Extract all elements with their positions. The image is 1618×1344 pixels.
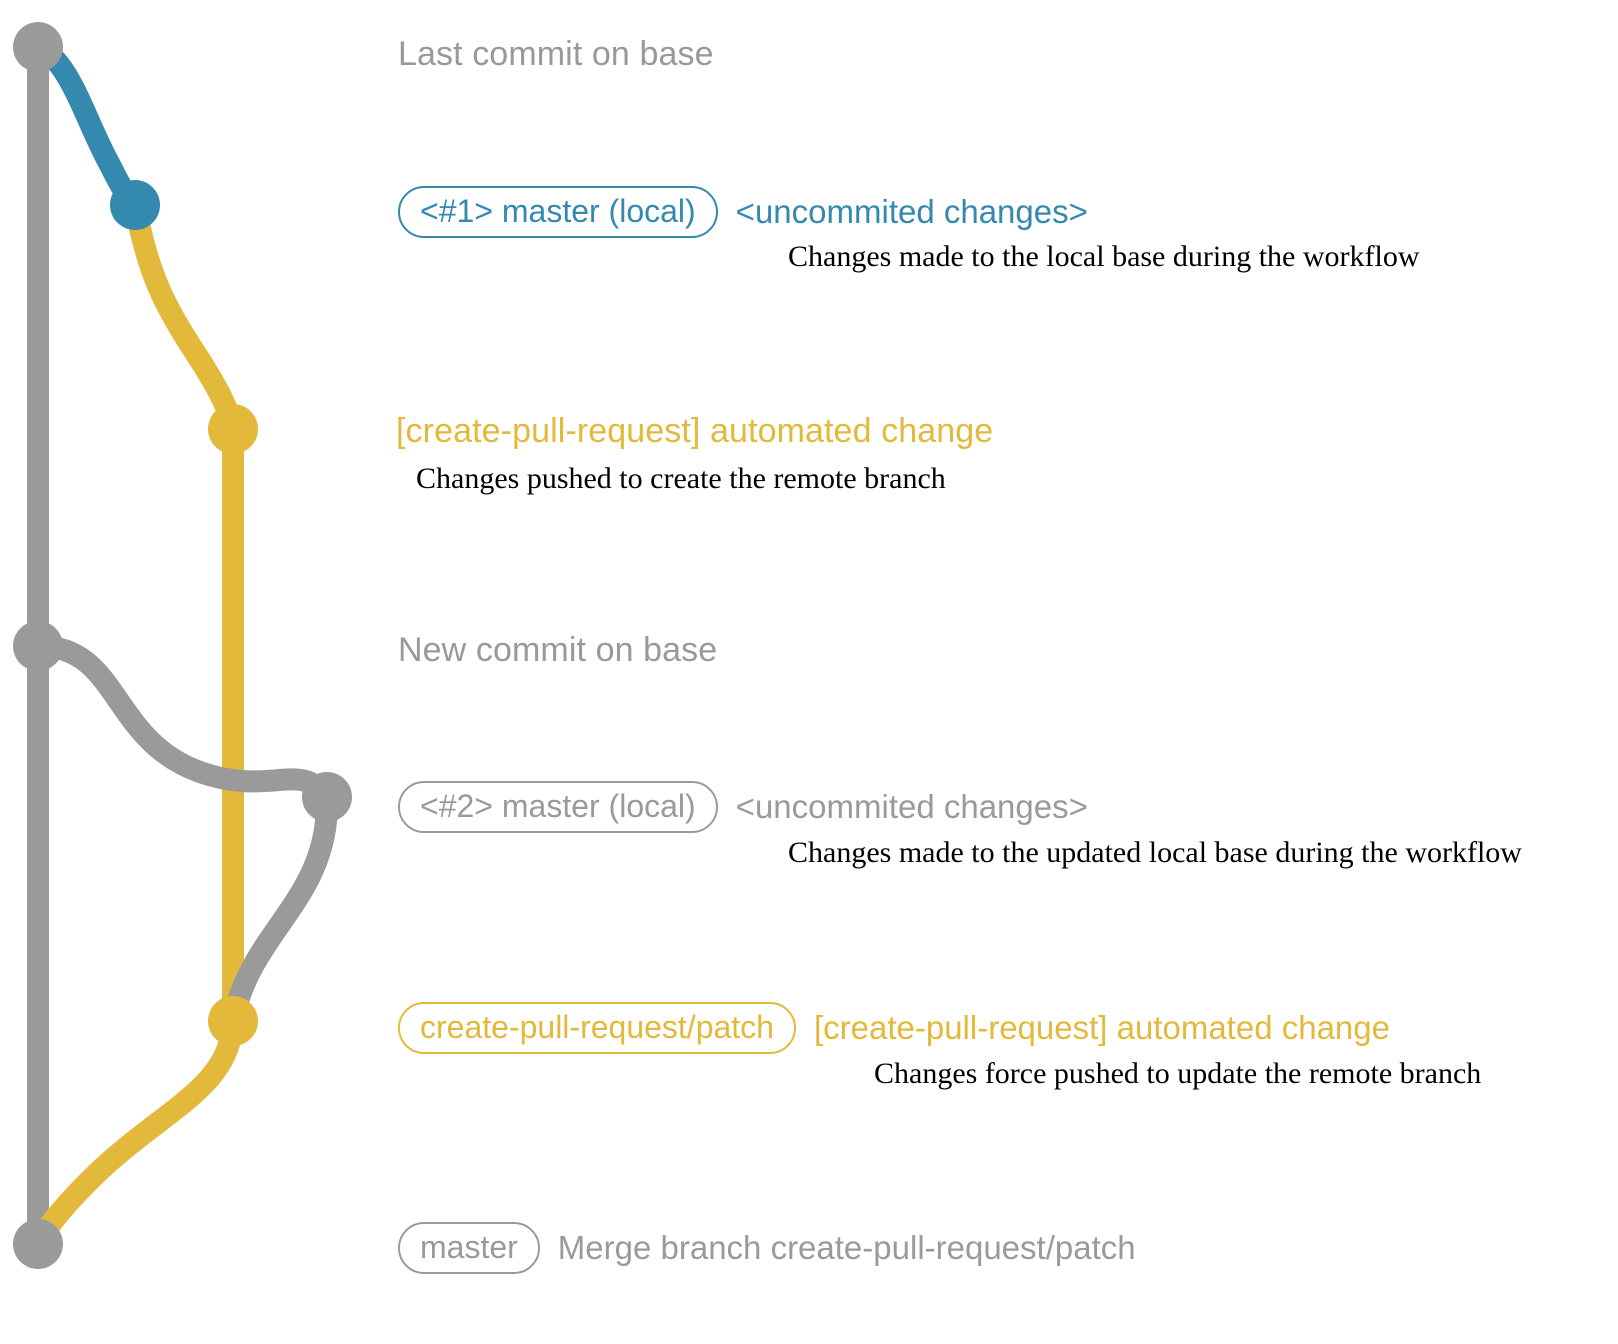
base-to-local2-branch: [27, 635, 338, 808]
commit-node-new-commit-on-base[interactable]: [13, 621, 63, 671]
local-1-subtext: Changes made to the local base during th…: [788, 240, 1420, 273]
patch-2-caption: [create-pull-request] automated change: [813, 1009, 1390, 1046]
merge-caption: Merge branch create-pull-request/patch: [557, 1229, 1136, 1266]
last-commit-title: Last commit on base: [398, 35, 714, 73]
commit-node-patch-commit-1[interactable]: [208, 404, 258, 454]
local-1-caption: <uncommited changes>: [735, 193, 1088, 230]
branch-pill-master-local-1[interactable]: <#1> master (local): [398, 186, 718, 238]
patch-1-subtext: Changes pushed to create the remote bran…: [416, 462, 946, 495]
row-local-1: <#1> master (local) <uncommited changes>: [398, 186, 1088, 238]
local-2-subtext: Changes made to the updated local base d…: [788, 836, 1522, 869]
row-local-2: <#2> master (local) <uncommited changes>: [398, 781, 1088, 833]
row-new-commit: New commit on base: [398, 631, 717, 670]
branch-pill-master[interactable]: master: [398, 1222, 540, 1274]
new-commit-title: New commit on base: [398, 631, 718, 669]
patch2-to-merge-branch: [27, 1010, 244, 1255]
git-graph: [13, 22, 352, 1269]
commit-node-patch-commit-2[interactable]: [208, 996, 258, 1046]
row-last-commit: Last commit on base: [398, 35, 714, 74]
row-patch-1: [create-pull-request] automated change: [396, 412, 993, 451]
patch-1-title: [create-pull-request] automated change: [396, 412, 994, 450]
row-merge: master Merge branch create-pull-request/…: [398, 1222, 1136, 1274]
local-2-caption: <uncommited changes>: [735, 788, 1088, 825]
branch-pill-create-pull-request-patch[interactable]: create-pull-request/patch: [398, 1002, 796, 1054]
patch-2-subtext: Changes force pushed to update the remot…: [874, 1057, 1482, 1090]
commit-node-merge-commit[interactable]: [13, 1219, 63, 1269]
commit-node-local-commit-1[interactable]: [110, 180, 160, 230]
commit-node-local-commit-2[interactable]: [302, 772, 352, 822]
row-patch-2: create-pull-request/patch [create-pull-r…: [398, 1002, 1390, 1054]
branch-pill-master-local-2[interactable]: <#2> master (local): [398, 781, 718, 833]
local2-to-patch2-branch: [222, 786, 339, 1032]
commit-node-last-commit-on-base[interactable]: [13, 22, 63, 72]
